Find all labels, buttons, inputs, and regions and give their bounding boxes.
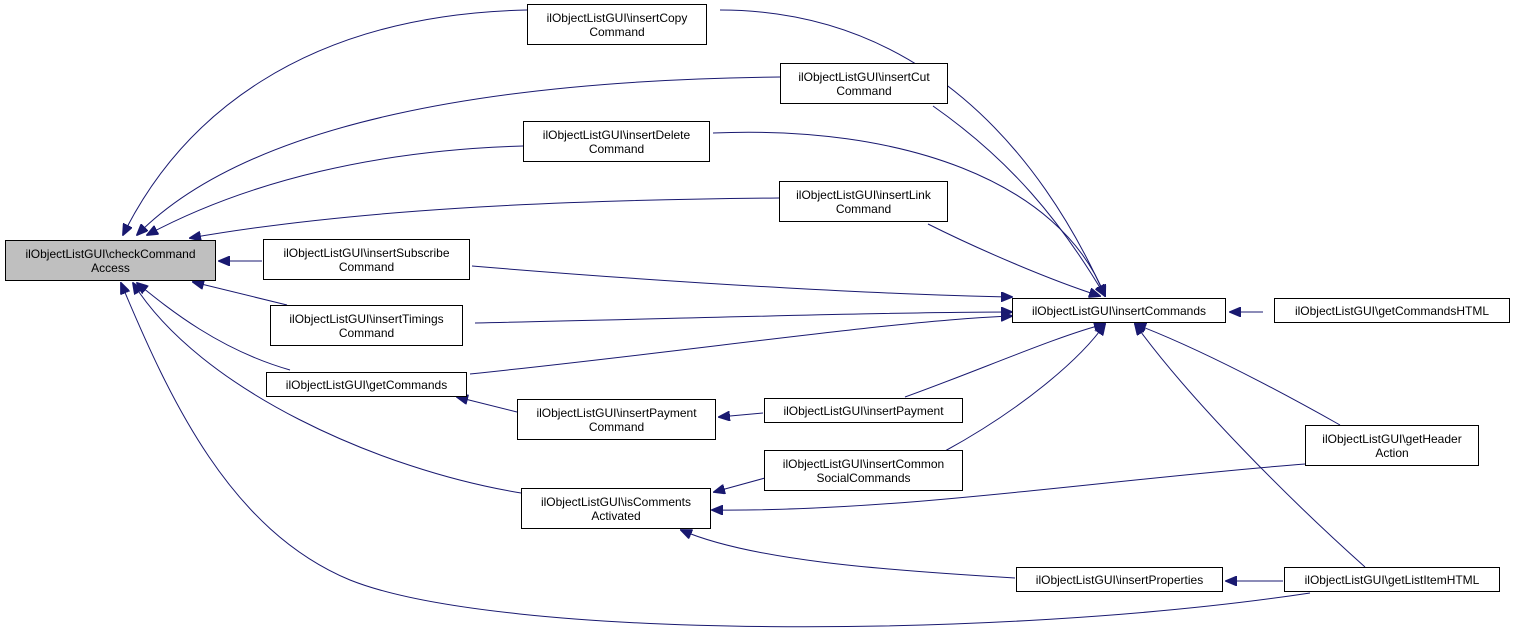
call-edge: [123, 9, 528, 235]
node-label-line: Access: [91, 260, 130, 275]
node-label-line: Command: [338, 325, 395, 340]
node-label-line: ilObjectListGUI\insertSubscribe: [283, 245, 450, 260]
node-label-line: Command: [836, 83, 892, 98]
node-label-line: ilObjectListGUI\insertTimings: [289, 311, 444, 326]
call-edge: [457, 397, 518, 413]
call-edge: [719, 413, 764, 417]
node-label-line: ilObjectListGUI\checkCommand: [25, 246, 196, 261]
node-label-line: ilObjectListGUI\insertPayment: [783, 403, 944, 418]
node-insert-link-command[interactable]: ilObjectListGUI\insertLink Command: [779, 181, 948, 222]
node-label-line: ilObjectListGUI\insertPayment: [536, 405, 697, 420]
call-edge: [932, 105, 1105, 296]
call-edge: [944, 324, 1105, 452]
node-label-line: Action: [1375, 445, 1409, 460]
call-edge: [469, 316, 1012, 375]
node-label-line: Command: [588, 141, 645, 156]
call-edge: [193, 282, 288, 306]
node-label-line: ilObjectListGUI\isComments: [540, 494, 692, 509]
node-is-comments-activated[interactable]: ilObjectListGUI\isComments Activated: [521, 488, 711, 529]
node-label-line: ilObjectListGUI\insertCopy: [546, 10, 688, 25]
call-edge: [712, 131, 1105, 296]
node-label-line: ilObjectListGUI\insertCommands: [1031, 303, 1207, 318]
node-label-line: ilObjectListGUI\insertLink: [796, 187, 931, 202]
call-edge: [681, 530, 1016, 579]
node-label-line: ilObjectListGUI\insertCut: [798, 69, 930, 84]
call-edge: [712, 463, 1306, 510]
node-get-list-item-html[interactable]: ilObjectListGUI\getListItemHTML: [1284, 567, 1500, 592]
node-label-line: SocialCommands: [816, 470, 911, 485]
node-label-line: Command: [338, 259, 395, 274]
node-label-line: ilObjectListGUI\getListItemHTML: [1304, 572, 1480, 587]
call-edge: [121, 283, 1311, 628]
call-edge: [927, 223, 1100, 296]
call-edge: [719, 9, 1105, 296]
node-label-line: ilObjectListGUI\insertCommon: [782, 456, 945, 471]
node-get-header-action[interactable]: ilObjectListGUI\getHeader Action: [1305, 425, 1479, 466]
node-insert-properties[interactable]: ilObjectListGUI\insertProperties: [1016, 567, 1223, 592]
node-insert-common-social-commands[interactable]: ilObjectListGUI\insertCommon SocialComma…: [764, 450, 963, 491]
call-edge: [1135, 324, 1366, 568]
node-insert-commands[interactable]: ilObjectListGUI\insertCommands: [1012, 298, 1226, 323]
call-edge: [471, 265, 1012, 297]
call-edge: [147, 145, 524, 235]
call-edge: [137, 283, 291, 371]
node-insert-delete-command[interactable]: ilObjectListGUI\insertDelete Command: [523, 121, 710, 162]
node-label-line: ilObjectListGUI\getCommandsHTML: [1294, 303, 1490, 318]
node-label-line: ilObjectListGUI\getHeader: [1322, 431, 1462, 446]
node-label-line: Activated: [591, 508, 641, 523]
node-check-command-access[interactable]: ilObjectListGUI\checkCommand Access: [5, 240, 216, 281]
node-insert-cut-command[interactable]: ilObjectListGUI\insertCut Command: [780, 63, 948, 104]
call-edge: [190, 197, 780, 238]
node-label-line: ilObjectListGUI\insertProperties: [1035, 572, 1204, 587]
node-insert-subscribe-command[interactable]: ilObjectListGUI\insertSubscribe Command: [263, 239, 470, 280]
node-label-line: Command: [588, 419, 645, 434]
node-label-line: Command: [589, 24, 645, 39]
node-get-commands-html[interactable]: ilObjectListGUI\getCommandsHTML: [1274, 298, 1510, 323]
node-get-commands[interactable]: ilObjectListGUI\getCommands: [266, 372, 467, 397]
call-edge: [714, 477, 766, 492]
node-insert-payment-command[interactable]: ilObjectListGUI\insertPayment Command: [517, 399, 716, 440]
node-insert-timings-command[interactable]: ilObjectListGUI\insertTimings Command: [270, 305, 463, 346]
node-insert-payment[interactable]: ilObjectListGUI\insertPayment: [764, 398, 963, 423]
call-edge: [133, 283, 522, 494]
node-insert-copy-command[interactable]: ilObjectListGUI\insertCopy Command: [527, 4, 707, 45]
node-label-line: ilObjectListGUI\insertDelete: [542, 127, 691, 142]
call-edge: [904, 324, 1105, 398]
node-label-line: ilObjectListGUI\getCommands: [285, 377, 448, 392]
node-label-line: Command: [835, 201, 892, 216]
call-edge: [1135, 324, 1341, 426]
call-edge: [137, 76, 781, 235]
call-edge: [474, 312, 1012, 324]
